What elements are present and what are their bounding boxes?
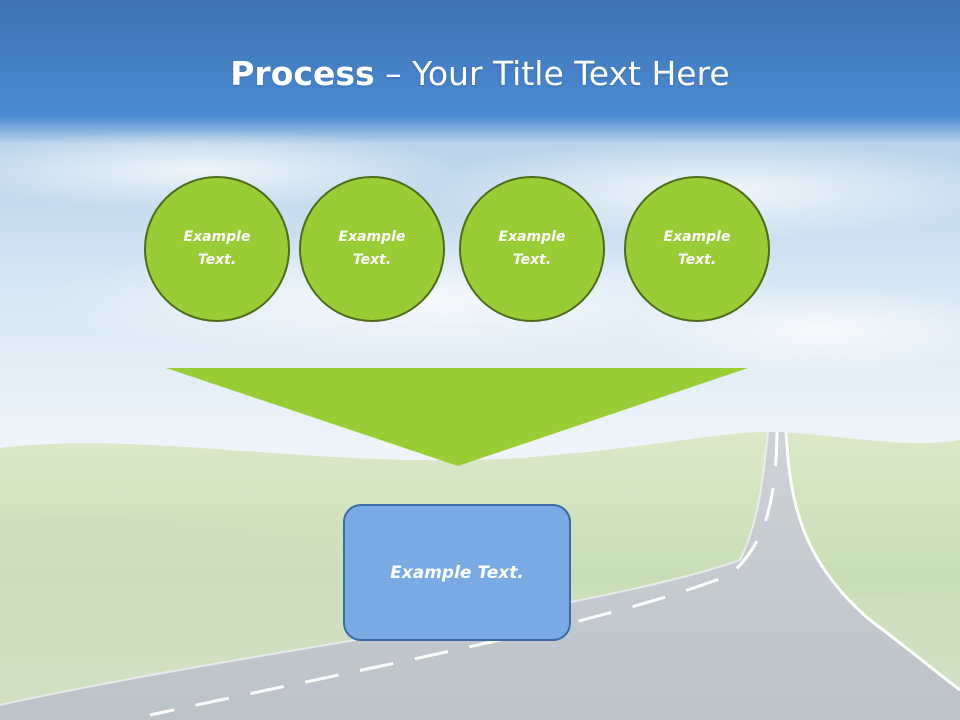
step-2-line1: Example	[338, 229, 406, 245]
step-4-line2: Text.	[677, 252, 717, 268]
title-bold-text: Process	[230, 54, 375, 93]
step-1-line2: Text.	[197, 252, 237, 268]
result-box-label: Example Text.	[390, 562, 524, 583]
step-4-line1: Example	[663, 229, 731, 245]
title-rest-text: – Your Title Text Here	[374, 54, 730, 93]
step-1-line1: Example	[183, 229, 251, 245]
step-3-line2: Text.	[512, 252, 552, 268]
step-2-line2: Text.	[352, 252, 392, 268]
slide-title: Process – Your Title Text Here	[0, 52, 960, 96]
funnel-arrow	[166, 368, 748, 466]
result-box: Example Text.	[343, 504, 571, 641]
step-3-line1: Example	[498, 229, 566, 245]
